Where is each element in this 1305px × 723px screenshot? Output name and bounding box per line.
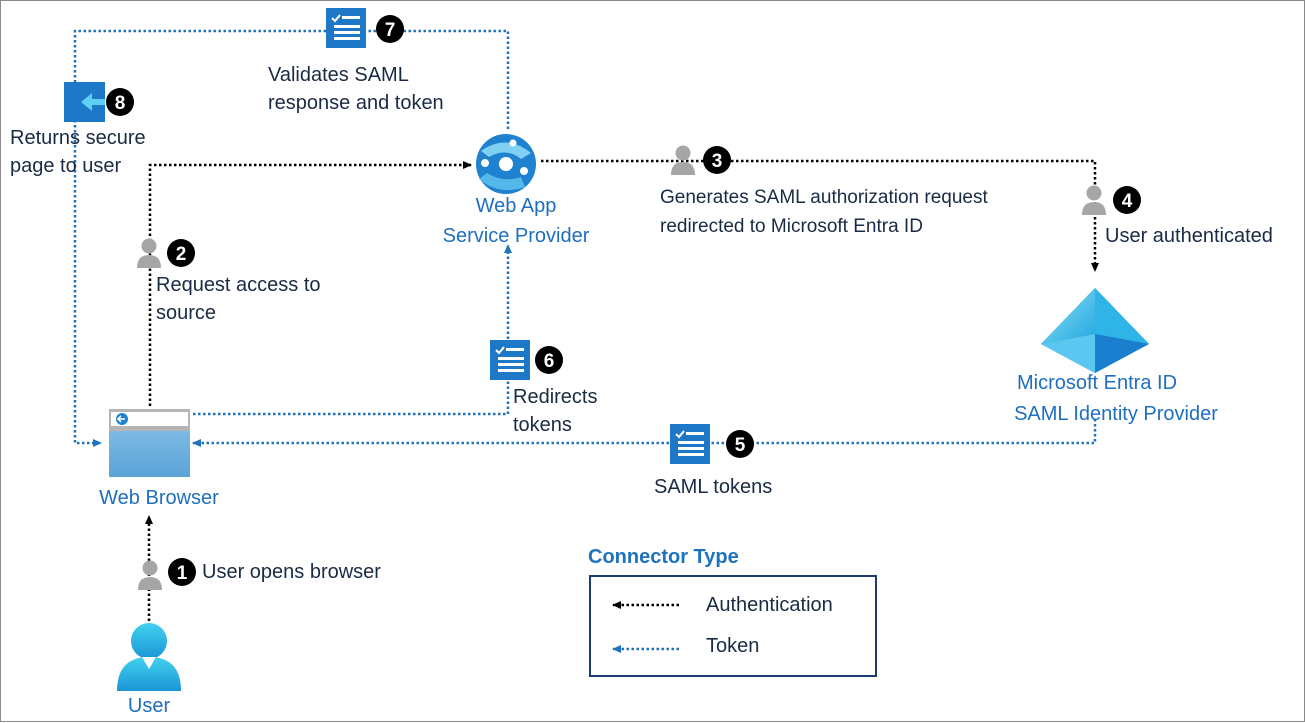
svg-text:6: 6	[544, 351, 555, 372]
step-8-text-line2: page to user	[10, 155, 122, 177]
web-app-label-line2: Service Provider	[442, 225, 590, 247]
token-icon-step-6	[490, 340, 530, 380]
auth-connector-request-access	[148, 161, 472, 406]
step-badge-4: 4	[1113, 186, 1141, 214]
person-icon-step-3	[671, 145, 695, 175]
step-3-text-line1: Generates SAML authorization request	[660, 187, 988, 208]
step-6-text-line1: Redirects	[513, 386, 598, 408]
user-label: User	[127, 695, 171, 717]
step-3-text-line2: redirected to Microsoft Entra ID	[660, 216, 923, 237]
auth-connector-authorization-request	[541, 159, 1099, 272]
svg-text:5: 5	[735, 435, 746, 456]
svg-text:8: 8	[115, 93, 126, 114]
svg-text:2: 2	[176, 244, 187, 265]
step-badge-2: 2	[167, 239, 195, 267]
entra-id-icon	[1041, 288, 1149, 373]
svg-text:4: 4	[1122, 191, 1133, 212]
token-connector-saml-tokens	[192, 419, 1097, 447]
person-icon-step-4	[1082, 185, 1106, 215]
token-icon-step-7	[326, 8, 366, 48]
step-badge-3: 3	[703, 146, 731, 174]
token-connector-validate-return	[73, 29, 510, 447]
step-8-text-line1: Returns secure	[10, 127, 146, 149]
user-person-icon	[117, 623, 181, 691]
step-badge-6: 6	[535, 346, 563, 374]
token-icon-step-5	[670, 424, 710, 464]
entra-label-line1: Microsoft Entra ID	[1016, 372, 1178, 394]
step-badge-8: 8	[106, 88, 134, 116]
web-app-label-line1: Web App	[475, 195, 557, 217]
step-2-text-line2: source	[156, 302, 217, 324]
legend-token-label: Token	[706, 635, 760, 657]
step-6-text-line2: tokens	[513, 414, 572, 436]
step-badge-1: 1	[168, 558, 196, 586]
person-icon-step-2	[137, 238, 161, 268]
return-page-icon	[64, 82, 105, 122]
step-4-text: User authenticated	[1105, 225, 1273, 247]
browser-window-icon	[109, 409, 190, 477]
token-connector-redirect	[193, 244, 512, 416]
step-badge-7: 7	[376, 15, 404, 43]
step-1-text: User opens browser	[202, 561, 381, 583]
person-icon-step-1	[138, 560, 162, 590]
svg-text:3: 3	[712, 151, 723, 172]
entra-label-line2: SAML Identity Provider	[1014, 403, 1218, 425]
legend-title: Connector Type	[588, 546, 739, 568]
step-2-text-line1: Request access to	[156, 274, 321, 296]
browser-label: Web Browser	[99, 487, 219, 509]
svg-text:7: 7	[385, 20, 396, 41]
legend-auth-label: Authentication	[706, 594, 833, 616]
step-badge-5: 5	[726, 430, 754, 458]
step-7-text-line2: response and token	[268, 92, 444, 114]
svg-text:1: 1	[177, 563, 188, 584]
step-5-text: SAML tokens	[654, 476, 773, 498]
web-app-icon	[476, 134, 536, 194]
step-7-text-line1: Validates SAML	[268, 64, 409, 86]
legend-box	[589, 575, 877, 677]
